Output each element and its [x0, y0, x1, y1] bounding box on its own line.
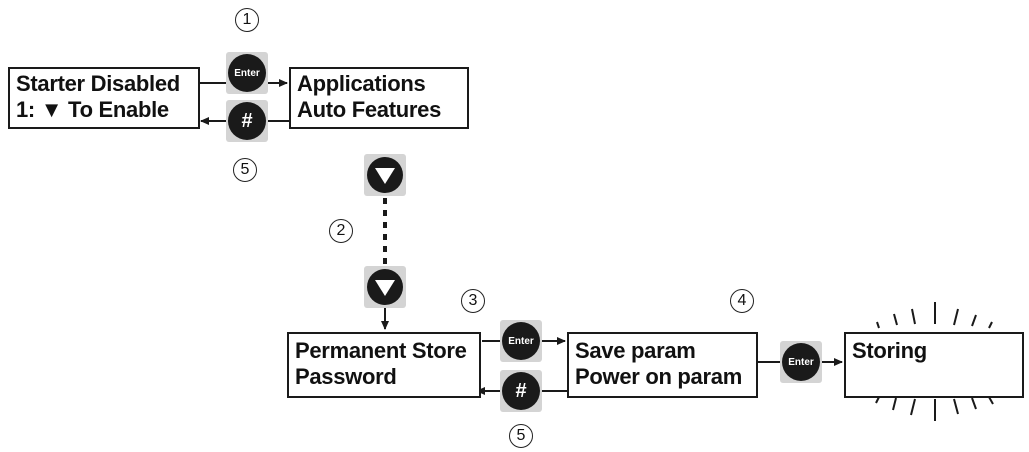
- display-line-2: 1: ▼ To Enable: [16, 97, 169, 122]
- hash-label: #: [241, 109, 253, 132]
- display-line-1: Permanent Store: [295, 338, 467, 363]
- down-key-upper[interactable]: [364, 154, 406, 196]
- display-line-1: Starter Disabled: [16, 71, 180, 96]
- display-permanent-store: Permanent Store Password: [287, 332, 481, 398]
- display-save-param: Save param Power on param: [567, 332, 758, 398]
- enter-button-mid[interactable]: Enter: [502, 322, 540, 360]
- enter-button-top[interactable]: Enter: [228, 54, 266, 92]
- step-1-marker: 1: [235, 8, 259, 32]
- step-4-marker: 4: [730, 289, 754, 313]
- display-line-1: Storing: [852, 338, 927, 363]
- step-number: 5: [240, 161, 250, 178]
- step-number: 2: [336, 222, 346, 239]
- hash-button-bottom[interactable]: #: [502, 372, 540, 410]
- step-5-marker: 5: [509, 424, 533, 448]
- step-3-marker: 3: [461, 289, 485, 313]
- display-line-1: Save param: [575, 338, 696, 363]
- step-number: 5: [516, 427, 526, 444]
- display-line-2: Auto Features: [297, 97, 442, 122]
- enter-label: Enter: [508, 335, 534, 347]
- hash-label: #: [515, 379, 527, 402]
- flash-rays-bottom: [875, 396, 994, 421]
- display-starter-disabled: Starter Disabled 1: ▼ To Enable: [8, 67, 200, 129]
- enter-button-right[interactable]: Enter: [782, 343, 820, 381]
- display-line-2: Power on param: [575, 364, 742, 389]
- step-number: 3: [468, 292, 478, 309]
- flash-rays-top: [876, 302, 993, 329]
- hash-button-top[interactable]: #: [228, 102, 266, 140]
- step-2-marker: 2: [329, 219, 353, 243]
- step-number: 4: [737, 292, 747, 309]
- display-applications: Applications Auto Features: [289, 67, 469, 129]
- down-triangle-icon: [375, 168, 395, 184]
- enter-label: Enter: [234, 67, 260, 79]
- step-number: 1: [242, 11, 252, 28]
- down-triangle-icon: [375, 280, 395, 296]
- display-storing: Storing: [844, 332, 1024, 398]
- step-5-marker: 5: [233, 158, 257, 182]
- down-key-lower[interactable]: [364, 266, 406, 308]
- enter-label: Enter: [788, 356, 814, 368]
- display-line-2: Password: [295, 364, 397, 389]
- display-line-1: Applications: [297, 71, 426, 96]
